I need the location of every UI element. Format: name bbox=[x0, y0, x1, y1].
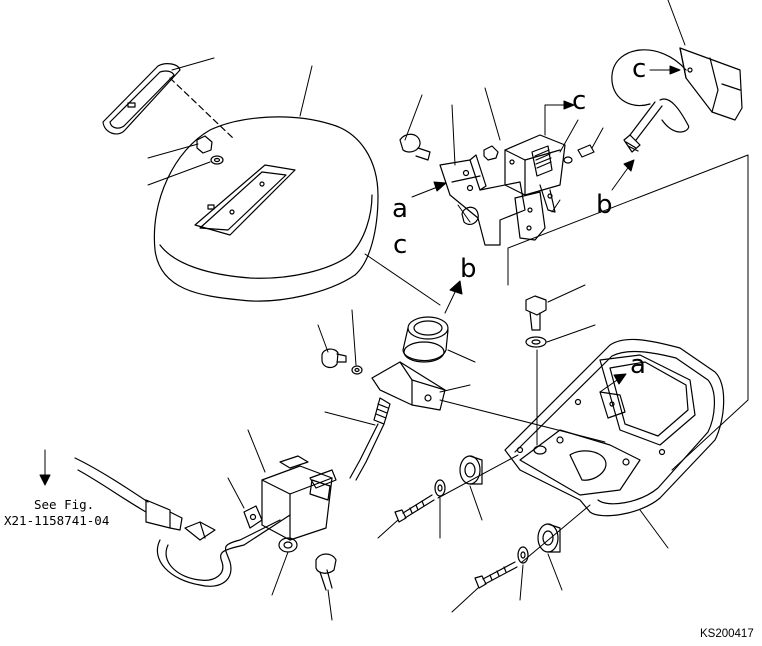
ground-terminal bbox=[243, 505, 263, 529]
callout-b-lower: b bbox=[460, 254, 477, 284]
wire-harness bbox=[74, 457, 291, 587]
reference-note-line1: See Fig. bbox=[34, 497, 95, 512]
assembly-line bbox=[521, 504, 591, 563]
callout-a-upper: a bbox=[392, 194, 408, 224]
b-lower-arrow bbox=[444, 280, 463, 314]
armrest-pad bbox=[153, 116, 379, 302]
mounting-bracket bbox=[371, 361, 446, 411]
leader-lines bbox=[317, 284, 606, 443]
grommet bbox=[402, 316, 449, 363]
callout-c-upper: c bbox=[572, 86, 587, 116]
wire-connector-small bbox=[309, 469, 337, 489]
base-tray bbox=[504, 338, 725, 517]
bushing-set-upper bbox=[434, 455, 483, 497]
b-upper-arrow bbox=[611, 159, 635, 191]
connector-plug bbox=[679, 47, 743, 121]
switch-screw bbox=[563, 144, 595, 164]
c-upper-arrow bbox=[544, 100, 575, 136]
a-upper-arrow bbox=[411, 181, 447, 198]
bracket-assembly bbox=[399, 133, 546, 246]
washer-bolt-lower bbox=[278, 537, 337, 591]
pad-cover bbox=[102, 63, 181, 135]
assembly-line bbox=[437, 454, 519, 499]
relay-block bbox=[261, 455, 333, 541]
switch-box bbox=[483, 134, 566, 213]
reference-arrow bbox=[39, 449, 51, 486]
bolt-upper bbox=[525, 295, 547, 348]
section-frame bbox=[507, 154, 749, 471]
callout-c-left: c bbox=[393, 230, 408, 260]
cable-connector bbox=[349, 397, 391, 481]
callout-a-lower: a bbox=[630, 350, 646, 380]
leader-lines bbox=[404, 87, 604, 223]
leader-lines bbox=[227, 429, 333, 621]
leader-lines bbox=[147, 57, 441, 306]
leader-line bbox=[667, 0, 686, 46]
wire-harness-loop bbox=[611, 49, 690, 153]
callout-b-upper: b bbox=[596, 190, 613, 220]
reference-note-line2: X21-1158741-04 bbox=[4, 513, 110, 528]
bolt-lower-right bbox=[474, 561, 518, 589]
assembly-dashed-line bbox=[169, 77, 236, 141]
drawing-code: KS200417 bbox=[700, 628, 754, 640]
bolt-lower-left bbox=[394, 494, 435, 523]
c-plug-arrow bbox=[649, 65, 681, 75]
a-lower-arrow bbox=[599, 373, 627, 393]
leader-line bbox=[639, 509, 669, 549]
small-bolt-left bbox=[321, 348, 363, 375]
bushing-set-lower bbox=[517, 523, 561, 564]
pad-screw bbox=[196, 135, 224, 165]
leader-lines bbox=[377, 485, 563, 613]
callout-c-plug: c bbox=[632, 54, 647, 84]
